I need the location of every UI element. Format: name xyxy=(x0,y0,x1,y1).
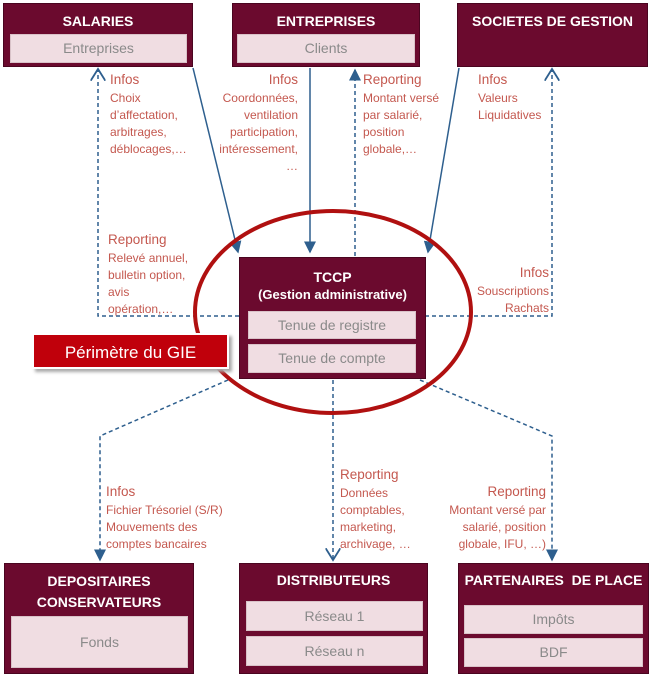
flow-line: Montant versé xyxy=(363,91,440,105)
box-item: Entreprises xyxy=(10,34,187,63)
flow-heading: Infos xyxy=(110,72,140,87)
flow-heading: Infos xyxy=(106,484,136,499)
flow-line: arbitrages, xyxy=(110,125,167,139)
box-item: Fonds xyxy=(11,616,188,668)
flow-line: archivage, … xyxy=(340,537,411,551)
box-title-line2: CONSERVATEURS xyxy=(36,594,162,610)
flow-heading: Infos xyxy=(268,72,298,87)
box-depositaires-conservateurs: DEPOSITAIRES CONSERVATEURS Fonds xyxy=(4,563,194,674)
flow-line: Relevé annuel, xyxy=(108,251,189,265)
box-title: SALARIES xyxy=(62,13,134,29)
box-item: Tenue de registre xyxy=(248,311,416,339)
flow-line: Liquidatives xyxy=(478,108,542,122)
box-title: DISTRIBUTEURS xyxy=(276,572,391,588)
box-item: Tenue de compte xyxy=(248,344,416,373)
box-item: Réseau 1 xyxy=(246,601,423,631)
flow-line: Mouvements des xyxy=(106,520,198,534)
flow-label-entreprises-reporting: Reporting Montant versé par salarié, pos… xyxy=(363,70,439,158)
flow-label-societes-infos-2: Infos Souscriptions Rachats xyxy=(460,263,549,317)
box-societes-de-gestion: SOCIETES DE GESTION xyxy=(457,3,648,67)
box-tccp: TCCP (Gestion administrative) Tenue de r… xyxy=(239,257,426,379)
flow-line: ventilation xyxy=(243,108,298,122)
perimeter-badge: Périmètre du GIE xyxy=(32,333,229,369)
flow-heading: Reporting xyxy=(340,467,399,482)
box-subtitle: (Gestion administrative) xyxy=(258,287,407,302)
box-distributeurs: DISTRIBUTEURS Réseau 1 Réseau n xyxy=(239,563,428,674)
dashed-arrow-to-partenaires xyxy=(419,379,558,562)
flow-line: Fichier Trésoriel (S/R) xyxy=(106,503,223,517)
flow-label-distributeurs-reporting: Reporting Données comptables, marketing,… xyxy=(340,465,411,553)
box-title: DEPOSITAIRES xyxy=(47,573,151,589)
flow-label-salaries-reporting: Reporting Relevé annuel, bulletin option… xyxy=(108,230,188,318)
flow-heading: Reporting xyxy=(363,72,422,87)
box-item: Réseau n xyxy=(246,636,423,666)
flow-line: position xyxy=(363,125,405,139)
flow-line: Données xyxy=(340,486,389,500)
flow-line: Montant versé par xyxy=(449,503,546,517)
flow-line: Valeurs xyxy=(478,91,518,105)
dashed-arrow-to-salaries xyxy=(98,69,239,317)
box-entreprises: ENTREPRISES Clients xyxy=(232,3,420,67)
flow-line: participation, xyxy=(229,125,298,139)
flow-line: d’affectation, xyxy=(110,108,178,122)
flow-line: avis xyxy=(108,285,130,299)
flow-line: Choix xyxy=(110,91,141,105)
box-title: ENTREPRISES xyxy=(276,13,376,29)
box-item: Impôts xyxy=(464,605,643,634)
flow-label-entreprises-infos: Infos Coordonnées, ventilation participa… xyxy=(200,70,298,175)
flow-heading: Infos xyxy=(519,265,549,280)
box-salaries: SALARIES Entreprises xyxy=(3,3,193,67)
flow-line: globale, IFU, …) xyxy=(458,537,546,551)
box-title: TCCP xyxy=(313,269,352,285)
flow-line: … xyxy=(286,159,298,173)
box-partenaires-de-place: PARTENAIRES DE PLACE Impôts BDF xyxy=(458,563,649,674)
flow-heading: Reporting xyxy=(108,232,167,247)
flow-label-depositaires-infos: Infos Fichier Trésoriel (S/R) Mouvements… xyxy=(106,482,223,553)
flow-line: globale,… xyxy=(363,142,418,156)
box-title: SOCIETES DE GESTION xyxy=(471,13,634,29)
box-item: Clients xyxy=(237,34,415,63)
flow-line: par salarié, xyxy=(363,108,423,122)
flow-line: Rachats xyxy=(504,301,549,315)
flow-label-salaries-infos: Infos Choix d’affectation, arbitrages, d… xyxy=(110,70,187,158)
flow-line: Souscriptions xyxy=(476,284,549,298)
flow-line: salarié, position xyxy=(462,520,546,534)
flow-label-societes-infos: Infos Valeurs Liquidatives xyxy=(478,70,541,124)
flow-line: marketing, xyxy=(340,520,397,534)
box-title: PARTENAIRES DE PLACE xyxy=(464,572,643,588)
flow-heading: Reporting xyxy=(487,484,546,499)
flow-line: Coordonnées, xyxy=(222,91,298,105)
flow-line: déblocages,… xyxy=(110,142,187,156)
flow-line: intéressement, xyxy=(219,142,298,156)
flow-line: comptes bancaires xyxy=(106,537,207,551)
box-item: BDF xyxy=(464,638,643,667)
flow-line: bulletin option, xyxy=(108,268,186,282)
flow-line: comptables, xyxy=(340,503,405,517)
flow-line: opération,… xyxy=(108,302,174,316)
flow-heading: Infos xyxy=(478,72,508,87)
flow-label-partenaires-reporting: Reporting Montant versé par salarié, pos… xyxy=(420,482,546,553)
